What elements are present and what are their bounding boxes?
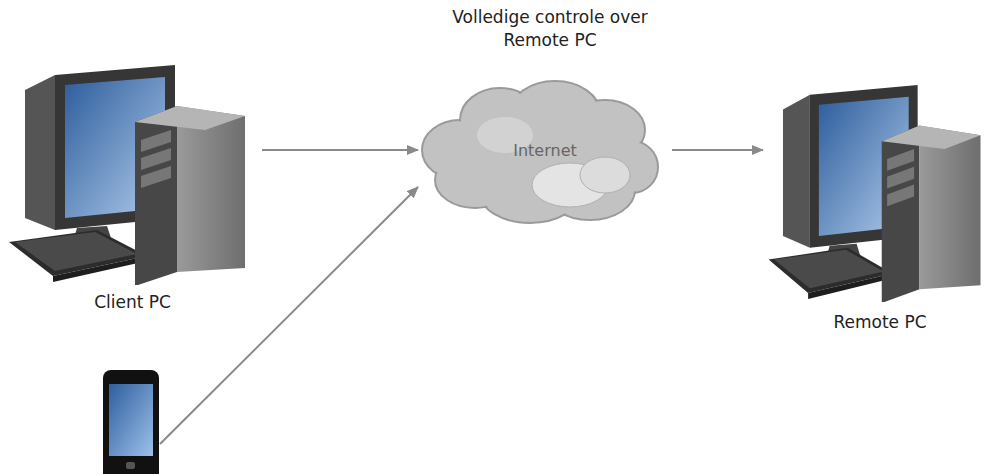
computer-illustration [765,80,985,302]
computer-illustration [5,60,250,285]
node-label: Client PC [5,292,260,312]
computer-node: Client PC [5,60,260,330]
connector-arrow [672,149,763,151]
connector-arrow [262,149,418,151]
annotation-label: Volledige controle over Remote PC [425,6,675,52]
node-label: Internet [420,141,670,160]
node-label: Remote PC [765,312,990,332]
cloud-node: Internet [420,75,670,225]
smartphone [103,370,159,474]
computer-node: Remote PC [765,80,990,342]
